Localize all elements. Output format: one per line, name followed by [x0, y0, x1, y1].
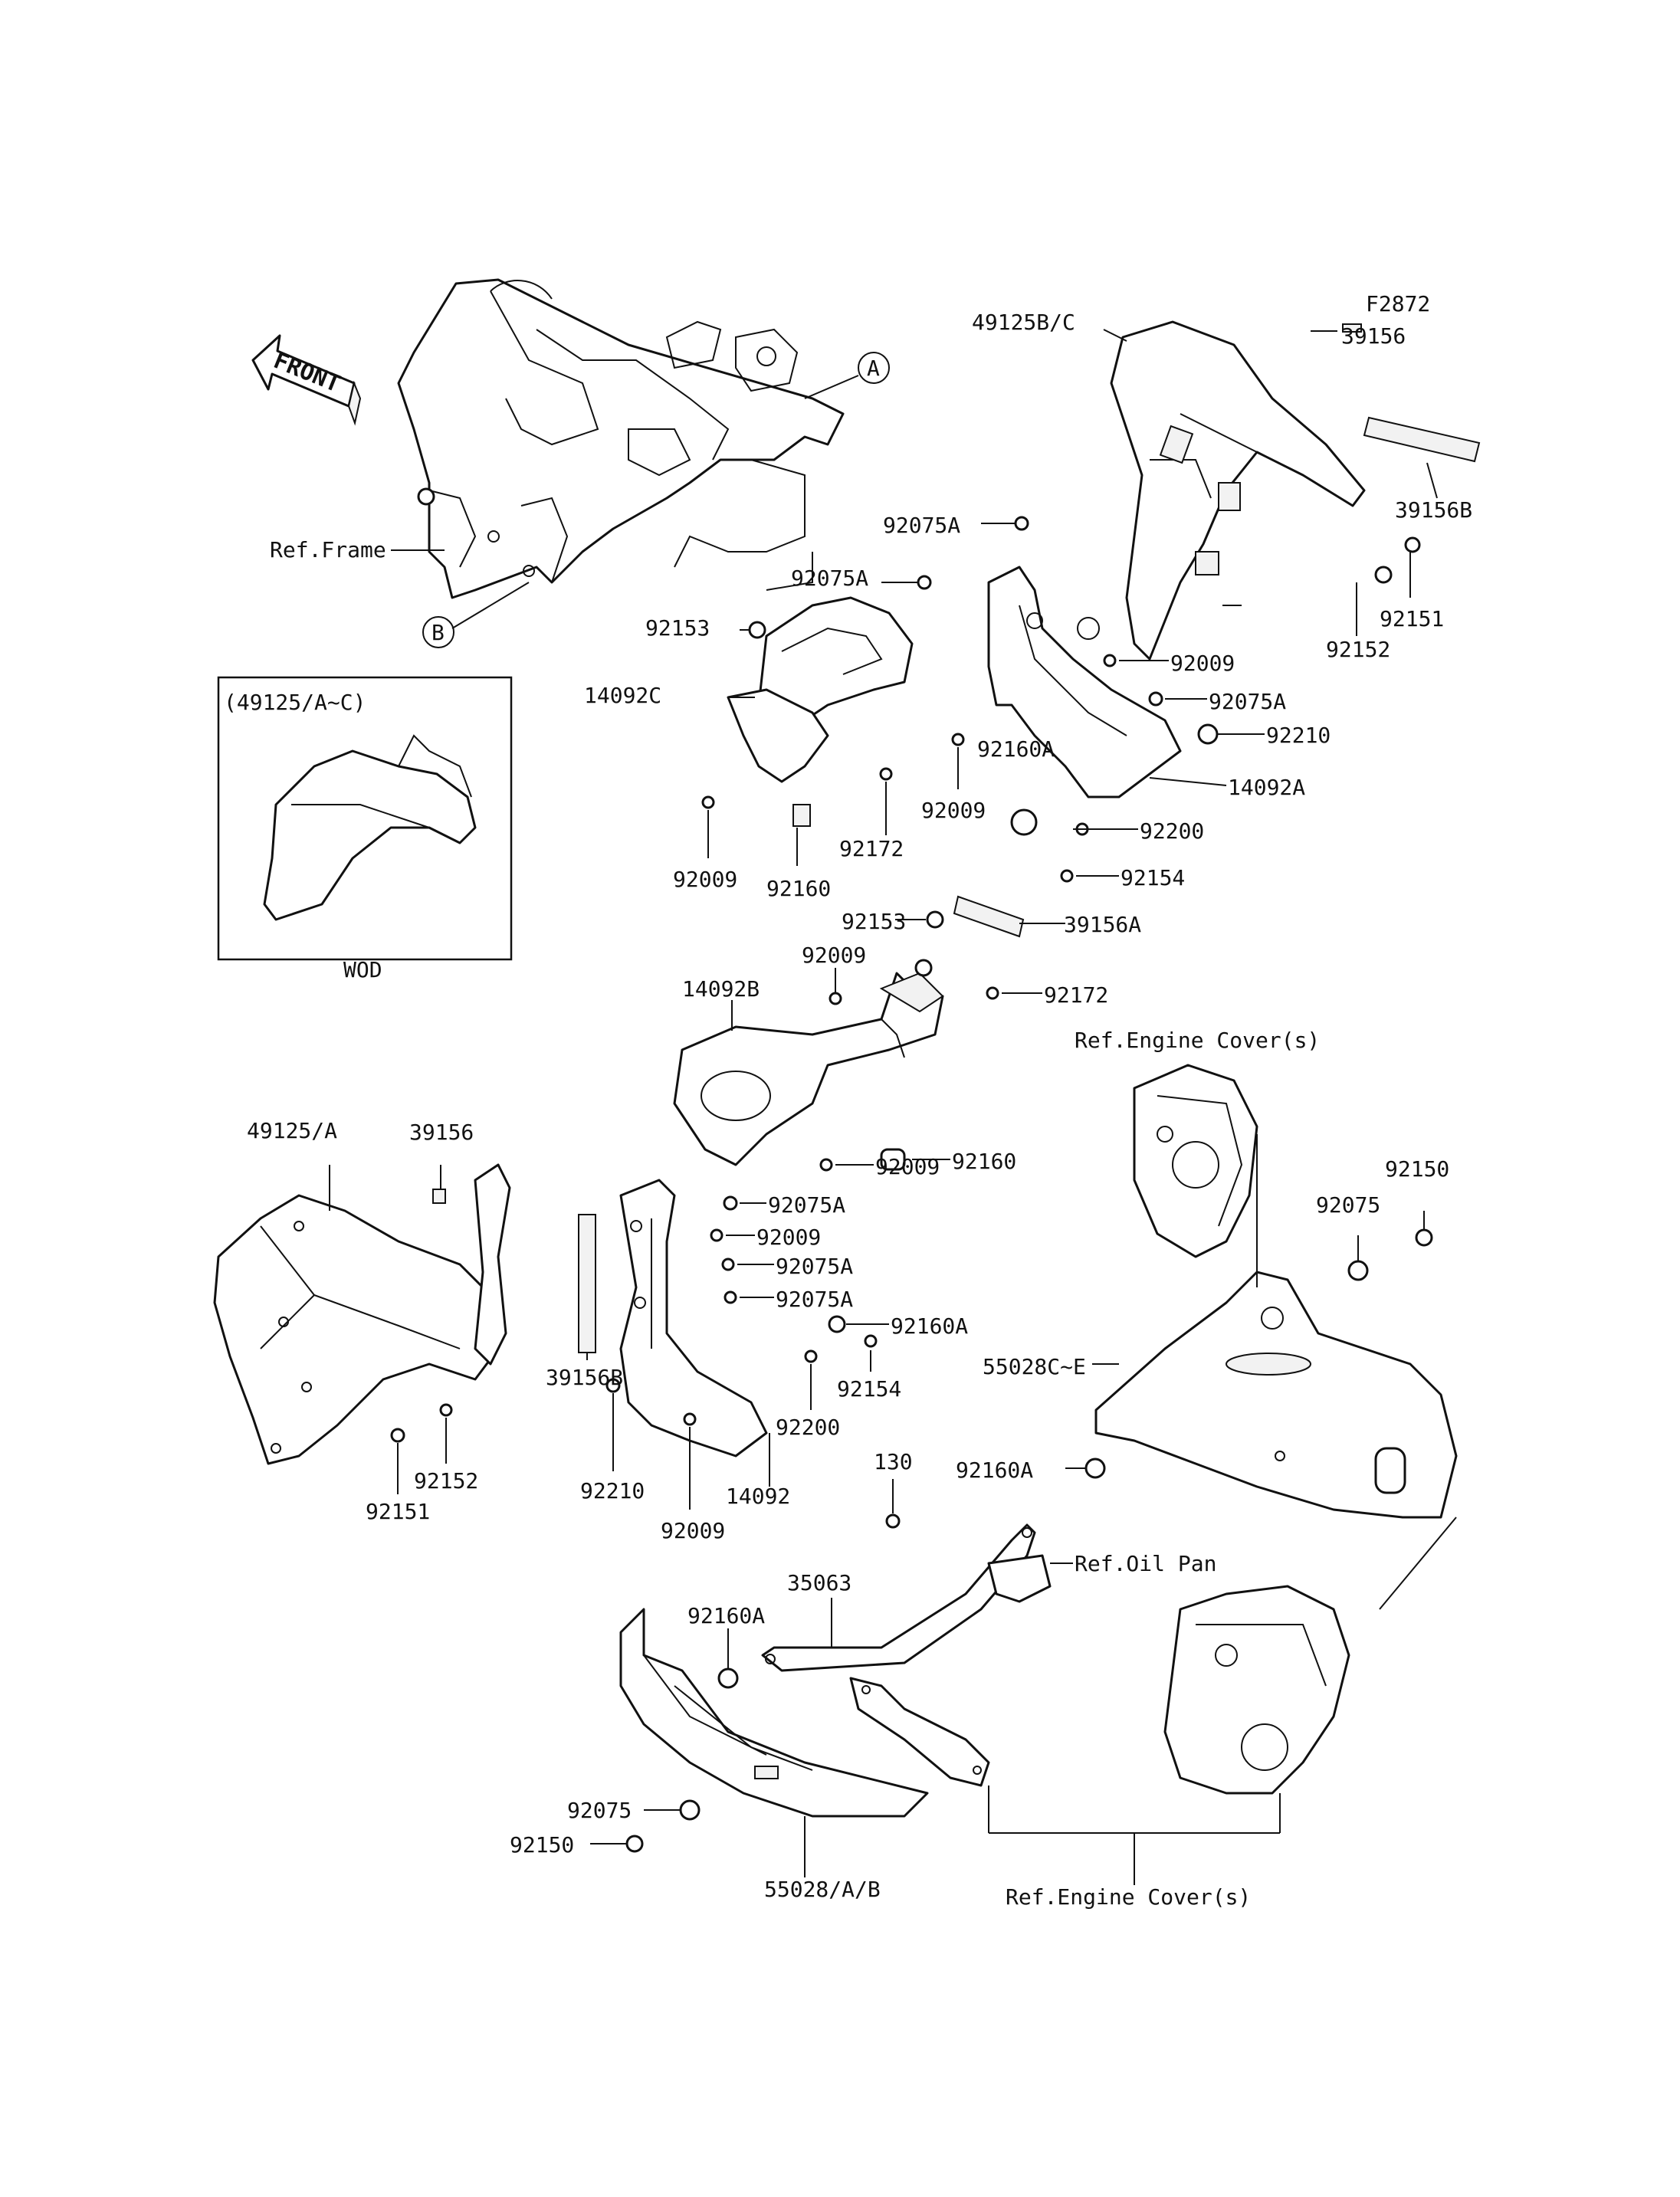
- label-14092b: 14092B: [682, 976, 760, 1002]
- label-92210-mid: 92210: [580, 1478, 645, 1503]
- bracket-35063-drawing: [761, 1523, 1052, 1672]
- label-92160a-top: 92160A: [977, 736, 1055, 762]
- label-92160a-low: 92160A: [956, 1458, 1033, 1483]
- label-92150-bottom: 92150: [510, 1832, 574, 1858]
- label-49125bc: 49125B/C: [972, 310, 1075, 335]
- label-39156-mid: 39156: [409, 1120, 474, 1145]
- label-92153-mid: 92153: [842, 909, 906, 934]
- lower-bracket-drawing: [849, 1677, 990, 1787]
- label-14092: 14092: [726, 1484, 790, 1509]
- label-92152-mid: 92152: [414, 1468, 478, 1494]
- label-92075-bottom: 92075: [567, 1798, 632, 1823]
- label-14092c: 14092C: [584, 683, 661, 708]
- label-92153-top: 92153: [645, 615, 710, 641]
- label-92154-mid: 92154: [837, 1376, 901, 1402]
- label-92009-2: 92009: [921, 798, 986, 823]
- label-ref-engine-cover-bottom: Ref.Engine Cover(s): [1006, 1884, 1251, 1910]
- tape-39156-top: [1342, 323, 1362, 333]
- label-92172-top: 92172: [839, 836, 904, 861]
- label-92075a-5: 92075A: [776, 1254, 853, 1279]
- front-arrow-label: FRONT: [270, 347, 344, 398]
- lower-cowl-right-drawing: [1094, 1271, 1458, 1519]
- leader-lines: [329, 329, 1457, 1885]
- inset-footer: WOD: [343, 957, 382, 982]
- label-92160-top: 92160: [766, 876, 831, 901]
- label-ref-oil-pan: Ref.Oil Pan: [1075, 1551, 1216, 1576]
- label-92151-mid: 92151: [366, 1499, 430, 1524]
- tape-39156A: [953, 895, 1025, 938]
- label-92200-mid: 92200: [776, 1415, 840, 1440]
- engine-cover-bottom-drawing: [1163, 1585, 1350, 1795]
- label-92154-top: 92154: [1121, 865, 1185, 890]
- tape-39156B-mid: [578, 1214, 596, 1353]
- ref-a-label: A: [867, 356, 880, 381]
- engine-cover-top-drawing: [1133, 1064, 1258, 1258]
- label-39156-top: 39156: [1341, 323, 1406, 349]
- label-130: 130: [874, 1449, 913, 1474]
- cowl-upper-right-drawing: [1110, 320, 1366, 661]
- duct-14092b-drawing: [673, 972, 944, 1166]
- label-92210-top: 92210: [1266, 723, 1331, 748]
- fasteners: [390, 516, 1433, 1853]
- label-92009-3: 92009: [673, 867, 737, 892]
- label-14092a: 14092A: [1228, 775, 1305, 800]
- label-92160-mid: 92160: [952, 1149, 1016, 1174]
- label-39156a: 39156A: [1064, 912, 1141, 937]
- label-92075-right: 92075: [1316, 1192, 1380, 1218]
- label-39156b-top: 39156B: [1395, 497, 1472, 523]
- label-92151-top: 92151: [1380, 606, 1444, 631]
- ref-b-label: B: [431, 620, 445, 645]
- label-92172-mid: 92172: [1044, 982, 1108, 1008]
- part-labels: Ref.Frame 49125B/C 39156 39156B 92075A 9…: [247, 310, 1472, 1910]
- inset-box: (49125/A~C) WOD: [217, 676, 513, 982]
- label-92009-5: 92009: [875, 1154, 940, 1179]
- label-92009-4: 92009: [802, 943, 866, 968]
- label-49125a: 49125/A: [247, 1118, 337, 1143]
- frame-drawing: [397, 278, 845, 599]
- duct-14092c-drawing: [727, 596, 914, 827]
- label-92200-top: 92200: [1140, 818, 1204, 844]
- cowl-left-drawing: [213, 1163, 511, 1465]
- front-arrow-icon: FRONT: [251, 334, 362, 426]
- lower-cowl-left-drawing: [619, 1608, 929, 1818]
- label-92009-1: 92009: [1170, 651, 1235, 676]
- label-92075a-6: 92075A: [776, 1287, 853, 1312]
- label-55028ce: 55028C~E: [983, 1354, 1086, 1379]
- label-55028ab: 55028/A/B: [764, 1877, 881, 1902]
- label-92075a-1: 92075A: [883, 513, 960, 538]
- inset-header: (49125/A~C): [224, 690, 366, 715]
- label-92160a-mid: 92160A: [891, 1313, 968, 1339]
- label-92152-top: 92152: [1326, 637, 1390, 662]
- label-35063: 35063: [787, 1570, 851, 1595]
- grommet-92160-small: [792, 804, 811, 827]
- label-ref-frame: Ref.Frame: [270, 537, 386, 562]
- label-39156b-mid: 39156B: [546, 1365, 623, 1390]
- tape-39156B-top: [1363, 416, 1481, 463]
- label-92075a-2: 92075A: [791, 566, 868, 591]
- label-92009-7: 92009: [661, 1518, 725, 1543]
- duct-14092-drawing: [619, 1179, 768, 1458]
- label-ref-engine-cover-top: Ref.Engine Cover(s): [1075, 1028, 1320, 1053]
- label-92009-6: 92009: [756, 1225, 821, 1250]
- label-92160a-bottom: 92160A: [687, 1603, 765, 1628]
- ref-b-circle: [422, 616, 454, 648]
- tape-39156-mid: [432, 1189, 446, 1204]
- duct-14092a-drawing: [987, 566, 1182, 798]
- figure-code: F2872: [1366, 291, 1430, 316]
- ref-a-circle: [858, 352, 890, 384]
- label-92075a-4: 92075A: [768, 1192, 845, 1218]
- label-92150-right: 92150: [1385, 1156, 1449, 1182]
- label-92075a-3: 92075A: [1209, 689, 1286, 714]
